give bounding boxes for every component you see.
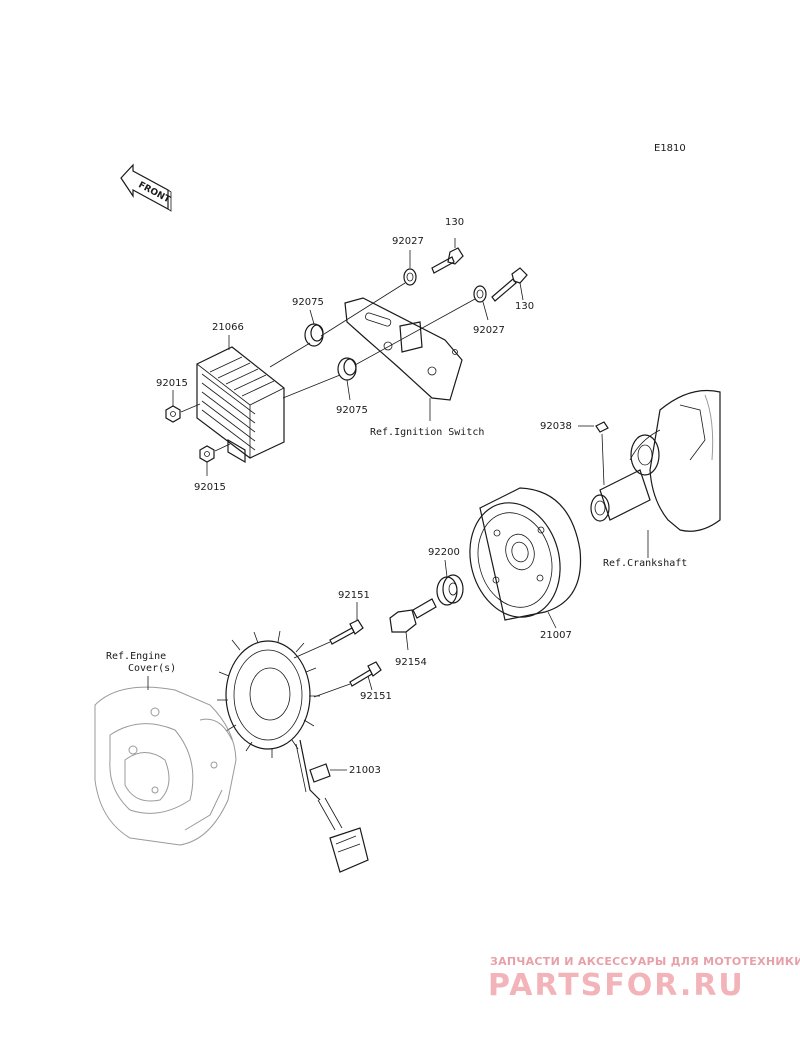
label-92015-top: 92015: [156, 378, 188, 389]
front-arrow-icon: FRONT: [120, 163, 172, 212]
label-92075-top: 92075: [292, 297, 324, 308]
ref-engine-cover-line2: Cover(s): [128, 663, 176, 674]
watermark-brand: PARTSFOR.RU: [488, 968, 745, 1003]
diagram-code: E1810: [654, 143, 686, 154]
grommet-92075-top-icon: [304, 309, 324, 347]
nut-92015-bottom-icon: [199, 443, 231, 476]
label-21066: 21066: [212, 322, 244, 333]
bracket-icon: [344, 297, 463, 421]
bolt-92154-icon: [389, 598, 437, 651]
watermark-tagline: ЗАПЧАСТИ И АКСЕССУАРЫ ДЛЯ МОТОТЕХНИКИ: [490, 955, 800, 968]
engine-cover-icon: [94, 676, 237, 846]
label-92151-bottom: 92151: [360, 691, 392, 702]
bolt-92151-top-icon: [293, 602, 364, 659]
label-92075-bottom: 92075: [336, 405, 368, 416]
bolt-92151-bottom-icon: [313, 661, 382, 698]
nut-92015-top-icon: [165, 390, 201, 423]
label-92027-right: 92027: [473, 325, 505, 336]
label-21003: 21003: [349, 765, 381, 776]
label-92200: 92200: [428, 547, 460, 558]
leader-lines: [269, 282, 476, 399]
stator-21003-icon: [217, 630, 369, 873]
label-92015-bottom: 92015: [194, 482, 226, 493]
bolt-130-top-icon: [431, 238, 464, 274]
regulator-rectifier-icon: [196, 335, 285, 464]
label-130-top: 130: [445, 217, 464, 228]
bolt-130-right-icon: [491, 267, 528, 302]
label-130-right: 130: [515, 301, 534, 312]
label-21007: 21007: [540, 630, 572, 641]
key-92038-icon: [578, 421, 609, 486]
label-92038: 92038: [540, 421, 572, 432]
ref-crankshaft: Ref.Crankshaft: [603, 558, 687, 569]
collar-92027-top-icon: [403, 250, 417, 286]
collar-92027-right-icon: [473, 285, 489, 321]
label-92154: 92154: [395, 657, 427, 668]
washer-92200-icon: [436, 559, 464, 606]
label-92151-top: 92151: [338, 590, 370, 601]
ref-engine-cover-line1: Ref.Engine: [106, 651, 166, 662]
rotor-21007-icon: [469, 487, 582, 629]
ref-ignition-switch: Ref.Ignition Switch: [370, 427, 484, 438]
grommet-92075-bottom-icon: [337, 357, 357, 401]
label-92027-top: 92027: [392, 236, 424, 247]
crankshaft-icon: [590, 389, 721, 558]
